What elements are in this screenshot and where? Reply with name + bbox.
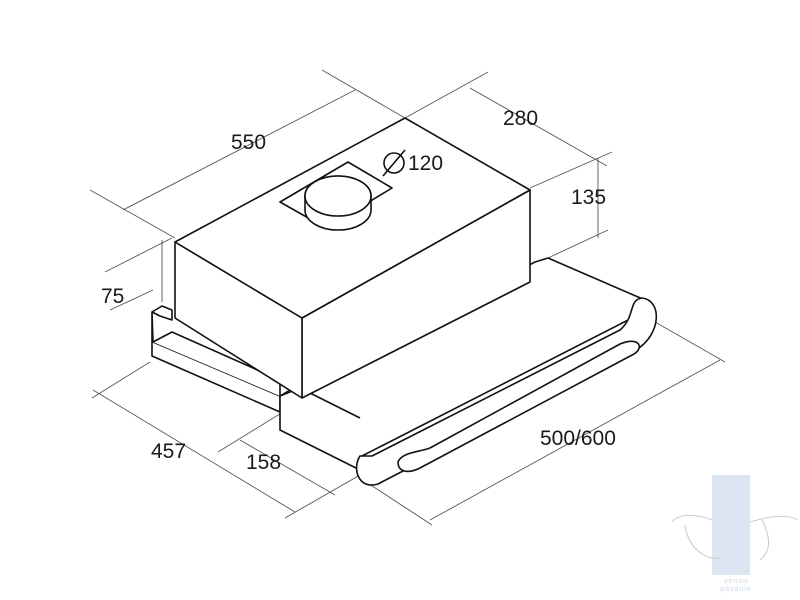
watermark-logo	[671, 475, 799, 575]
diameter-icon	[382, 149, 406, 177]
hood-outline	[151, 117, 658, 486]
dimension-extension-depth-label: 457	[151, 440, 187, 463]
watermark-line-2: pasaule	[720, 586, 752, 593]
dimension-lines	[89, 69, 726, 526]
watermark-line-1: vennu	[723, 578, 749, 585]
dimension-width-label: 550	[231, 131, 267, 154]
dimension-motor-height-label: 135	[571, 186, 607, 209]
dimension-front-panel-label: 158	[246, 451, 282, 474]
dimension-duct-diameter-label: 120	[408, 152, 444, 175]
watermark-text: vennu pasaule	[706, 578, 766, 594]
dimension-drawer-width-label: 500/600	[540, 427, 616, 450]
dimension-depth-label: 280	[503, 107, 539, 130]
dimension-body-height-label: 75	[101, 285, 125, 308]
drawer-handle	[355, 297, 658, 486]
